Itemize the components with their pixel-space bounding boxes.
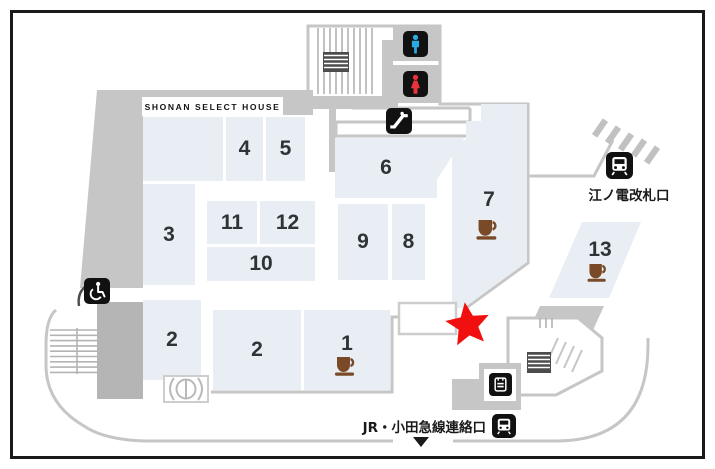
room-13-shape: [549, 222, 641, 298]
room-2-center: 2: [213, 310, 301, 390]
room-5: 5: [266, 117, 305, 181]
outer-wall-left: [44, 308, 393, 443]
room-10: 10: [207, 247, 315, 281]
enoden-gate-label: 江ノ電改札口: [588, 188, 670, 204]
block-wall: [211, 315, 400, 394]
wall-stub: [329, 96, 336, 172]
room-3-annex: [143, 117, 223, 181]
jr-train-icon: [492, 414, 516, 438]
wall-band-left: [80, 90, 313, 288]
store-banner: SHONAN SELECT HOUSE: [142, 97, 283, 116]
revolving-door-icon: [163, 375, 209, 403]
jr-stairs-hatch: [547, 337, 583, 373]
map-frame: [10, 10, 705, 459]
jr-odakyu-link-label: JR・小田急線連絡口: [362, 420, 486, 436]
room-2-left: 2: [143, 300, 201, 380]
room-12: 12: [260, 201, 315, 244]
stairs-left: [50, 328, 104, 374]
room-8: 8: [392, 204, 425, 280]
room-4: 4: [226, 117, 263, 181]
mens-restroom-icon: [403, 31, 428, 57]
outer-wall-right: [453, 338, 650, 443]
down-arrow-icon: [413, 437, 429, 447]
wall-top-right: [306, 24, 530, 310]
room-11: 11: [207, 201, 257, 244]
room-6: 6: [335, 138, 437, 198]
room-3: 3: [143, 184, 195, 285]
enoden-path-wall: [528, 139, 615, 178]
room-7-shape: [452, 104, 527, 308]
elevator-block: [97, 302, 143, 399]
escalator-icon: [386, 108, 412, 134]
room-9: 9: [338, 204, 388, 280]
location-star-marker: [445, 302, 489, 346]
ticket-gate-icon: [489, 373, 512, 396]
womens-restroom-icon: [403, 71, 428, 97]
entrance-opening: [397, 301, 458, 336]
room-1: 1: [304, 310, 390, 390]
railway-crossing-stripes: [591, 118, 661, 165]
wheelchair-icon: [84, 278, 110, 304]
enoden-train-icon: [606, 152, 633, 179]
room-13: 13: [588, 238, 612, 261]
jr-odakyu-link: JR・小田急線連絡口: [330, 413, 516, 439]
room-7: 7: [483, 188, 495, 211]
